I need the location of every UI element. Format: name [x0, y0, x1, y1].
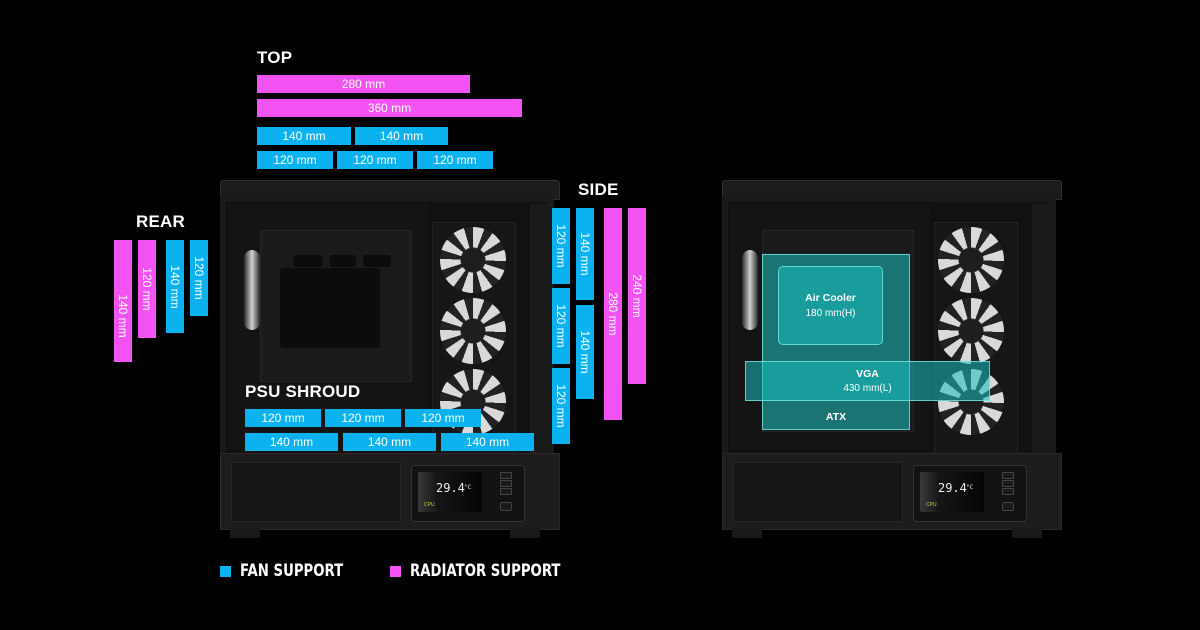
lcd-tag: CPU — [926, 502, 937, 508]
cpu-cutout — [280, 268, 380, 348]
lcd-tag: CPU — [424, 502, 435, 508]
case-foot — [732, 528, 762, 538]
psu-shroud: 29.4 °C CPU — [722, 453, 1062, 530]
psu-fan-120: 120 mm — [405, 409, 481, 427]
bar-label: 140 mm — [578, 330, 592, 374]
cable-hole — [293, 255, 323, 267]
top-fan-140: 140 mm — [355, 127, 448, 145]
top-fan-120: 120 mm — [257, 151, 333, 169]
legend-label: RADIATOR SUPPORT — [410, 561, 561, 581]
psu-fan-120: 120 mm — [325, 409, 401, 427]
rear-radiator-120: 120 mm — [138, 240, 156, 338]
fan-swatch-icon — [220, 565, 231, 577]
bar-label: 280 mm — [606, 292, 620, 336]
usb-c-port — [500, 502, 512, 511]
lcd-temperature: 29.4 — [938, 481, 967, 495]
side-radiator-280: 280 mm — [604, 208, 622, 420]
fan-icon — [440, 227, 506, 293]
lcd-display: 29.4 °C CPU — [920, 472, 984, 512]
rear-radiator-140: 140 mm — [114, 240, 132, 362]
psu-vent — [231, 462, 401, 522]
bar-label: 140 mm — [578, 232, 592, 276]
case-side-pillar — [1032, 204, 1050, 454]
atx-label: ATX — [825, 411, 847, 423]
case-side-pillar — [530, 204, 548, 454]
bar-label: 140 mm — [168, 264, 182, 309]
legend-label: FAN SUPPORT — [240, 561, 344, 581]
vga-value: 430 mm(L) — [843, 383, 892, 394]
psu-vent — [733, 462, 903, 522]
top-fan-120: 120 mm — [337, 151, 413, 169]
io-panel: 29.4 °C CPU — [913, 465, 1027, 522]
top-fan-140: 140 mm — [257, 127, 351, 145]
bar-label: 120 mm — [192, 256, 206, 300]
psu-shroud-heading: PSU SHROUD — [245, 382, 361, 401]
legend-radiator-support: RADIATOR SUPPORT — [390, 561, 603, 581]
radiator-swatch-icon — [390, 565, 401, 577]
air-cooler-value: 180 mm(H) — [805, 308, 856, 319]
mode-button[interactable] — [500, 488, 512, 495]
cable-hole — [363, 255, 391, 267]
side-radiator-240: 240 mm — [628, 208, 646, 384]
bar-label: 120 mm — [554, 384, 568, 428]
side-fan-120: 120 mm — [552, 288, 570, 364]
legend-fan-support: FAN SUPPORT — [220, 561, 372, 581]
lcd-display: 29.4 °C CPU — [418, 472, 482, 512]
bar-label: 120 mm — [140, 267, 154, 311]
vga-zone: VGA 430 mm(L) — [745, 361, 990, 401]
top-radiator-360: 360 mm — [257, 99, 522, 117]
rear-fan-120: 120 mm — [190, 240, 208, 316]
bar-label: 120 mm — [554, 304, 568, 348]
lcd-unit: °C — [966, 484, 974, 491]
top-heading: TOP — [257, 48, 293, 67]
mode-button[interactable] — [1002, 488, 1014, 495]
psu-shroud: 29.4 °C CPU — [220, 453, 560, 530]
air-cooler-title: Air Cooler — [805, 292, 856, 304]
power-button[interactable] — [500, 472, 512, 479]
rear-fan-icon — [742, 250, 758, 330]
top-fan-120: 120 mm — [417, 151, 493, 169]
side-fan-120: 120 mm — [552, 368, 570, 444]
power-button[interactable] — [1002, 472, 1014, 479]
rear-fan-140: 140 mm — [166, 240, 184, 333]
io-panel: 29.4 °C CPU — [411, 465, 525, 522]
air-cooler-zone: Air Cooler 180 mm(H) — [778, 266, 883, 345]
side-fan-140: 140 mm — [576, 305, 594, 399]
case-foot — [230, 528, 260, 538]
usb-c-port — [1002, 502, 1014, 511]
side-heading: SIDE — [578, 180, 619, 199]
case-left-image: 29.4 °C CPU — [220, 180, 560, 545]
reset-button[interactable] — [500, 480, 512, 487]
rear-heading: REAR — [136, 212, 185, 231]
bar-label: 120 mm — [554, 224, 568, 268]
cable-hole — [330, 255, 356, 267]
case-foot — [1012, 528, 1042, 538]
side-fan-120: 120 mm — [552, 208, 570, 284]
vga-title: VGA — [856, 368, 879, 380]
fan-icon — [938, 227, 1004, 293]
fan-icon — [440, 298, 506, 364]
psu-fan-120: 120 mm — [245, 409, 321, 427]
psu-fan-140: 140 mm — [245, 433, 338, 451]
reset-button[interactable] — [1002, 480, 1014, 487]
bar-label: 140 mm — [116, 294, 130, 338]
bar-label: 240 mm — [630, 274, 644, 318]
lcd-unit: °C — [464, 484, 472, 491]
side-fan-140: 140 mm — [576, 208, 594, 300]
lcd-temperature: 29.4 — [436, 481, 465, 495]
rear-fan-icon — [244, 250, 260, 330]
fan-icon — [938, 298, 1004, 364]
top-radiator-280: 280 mm — [257, 75, 470, 93]
psu-fan-140: 140 mm — [343, 433, 436, 451]
case-foot — [510, 528, 540, 538]
psu-fan-140: 140 mm — [441, 433, 534, 451]
